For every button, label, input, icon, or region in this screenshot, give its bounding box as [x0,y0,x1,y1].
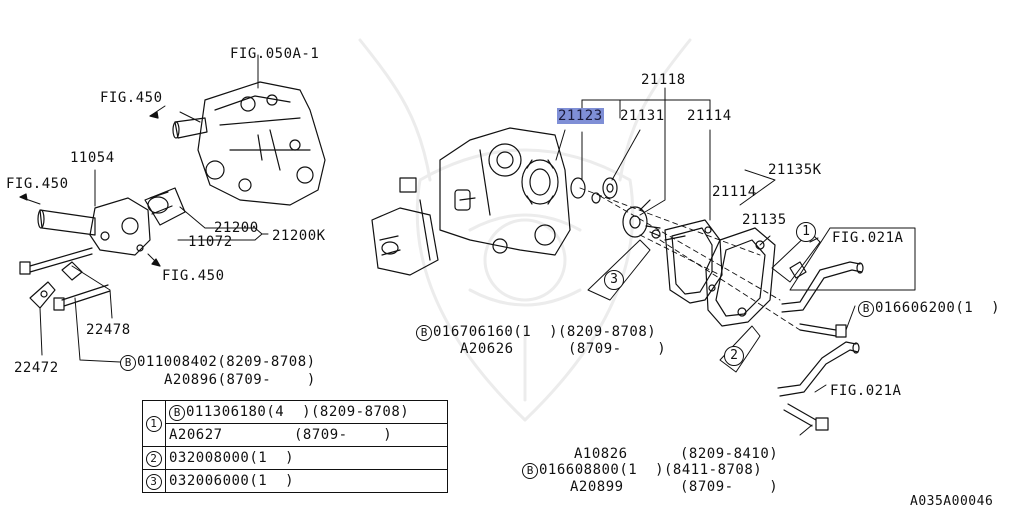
thermostat-housing-drawing [172,81,326,206]
b-marker-icon: B [522,463,538,479]
legend-index-2-icon: 2 [145,450,162,467]
part-21118-label: 21118 [641,72,686,88]
bolt-016606200-text: 016606200(1 ) [875,300,1001,316]
legend-row: 3 032006000(1 ) [142,469,448,493]
part-21123-highlight: 21123 [557,108,604,124]
part-21135k-label: 21135K [768,162,822,178]
water-outlet-drawing [37,197,151,256]
left-leader-lines [19,54,269,363]
left-bolts-drawing [19,247,111,311]
part-21200k-label: 21200K [272,228,326,244]
fig-ref-450-top-label: FIG.450 [100,90,163,106]
dashed-assembly-lines [579,187,801,331]
legend-row-2-text: A20627 (8709- ) [169,427,393,443]
part-a10826-label: A10826 [574,446,628,462]
impeller-drawing [622,199,661,238]
legend-index-1-icon: 1 [145,416,162,432]
legend-row-4-text: 032006000(1 ) [169,473,295,489]
water-pump-pulley-drawing [521,159,618,205]
b-marker-icon: B [120,355,136,371]
part-21135-label: 21135 [742,212,787,228]
part-21131-label: 21131 [620,108,665,124]
figure-id-label: A035A00046 [910,494,994,509]
legend-row-1-text: 011306180(4 )(8209-8708) [186,403,410,420]
callout-wedges [587,227,916,373]
fig-ref-021a-upper-label: FIG.021A [832,230,904,246]
part-a20896-label: A20896(8709- ) [164,372,316,388]
part-11054-label: 11054 [70,150,115,166]
pump-body-drawing [649,227,776,327]
legend-index-cell: 2 [142,446,166,470]
part-11072-label: 11072 [188,234,233,250]
legend-index-cell: 3 [142,469,166,493]
legend-row-3-text: 032008000(1 ) [169,450,295,466]
left-arrowheads [19,111,161,267]
bolt-011008402-text: 011008402(8209-8708) [137,354,316,370]
callout-2-marker: 2 [724,346,744,366]
center-bolts-drawing [783,323,847,431]
fig-ref-450-left-label: FIG.450 [6,176,69,192]
legend-text-cell: A20627 (8709- ) [165,423,448,447]
fig-ref-050a1-label: FIG.050A-1 [230,46,320,62]
callout-3-marker: 3 [604,270,624,290]
legend-text-cell: 032008000(1 ) [165,446,448,470]
part-21200-label: 21200 [214,220,259,236]
bolt-016706160-text: 016706160(1 )(8209-8708) [433,324,657,340]
legend-text-cell: 032006000(1 ) [165,469,448,493]
legend-index-3-icon: 3 [145,473,162,490]
legend-row: A20627 (8709- ) [143,423,448,447]
range-8209-8410-label: (8209-8410) [680,446,779,462]
legend-index-cell: 1 [142,400,166,447]
part-21114-mid-label: 21114 [712,184,757,200]
legend-row: 2 032008000(1 ) [142,446,448,470]
b-marker-icon: B [416,325,432,341]
part-22478-label: 22478 [86,322,131,338]
part-21114-top-label: 21114 [687,108,732,124]
range-8709b-label: (8709- ) [680,479,779,495]
bolt-016608800-text: 016608800(1 )(8411-8708) [539,462,763,478]
b-marker-icon: B [858,301,874,317]
part-a20899-label: A20899 [570,479,624,495]
fig-ref-450-bottom-label: FIG.450 [162,268,225,284]
part-22472-label: 22472 [14,360,59,376]
fig-ref-021a-lower-label: FIG.021A [830,383,902,399]
part-21123-label: 21123 [557,108,604,124]
thermostat-drawing [144,187,186,226]
part-a20626-label: A20626 [460,341,514,357]
timing-cover-drawing [371,127,571,276]
watermark-emblem [358,38,692,422]
bypass-pipe-drawing [777,261,864,397]
callout-1-marker: 1 [796,222,816,242]
b-marker-icon: B [169,404,185,421]
center-leader-lines [555,87,856,436]
range-8709-label: (8709- ) [568,341,667,357]
